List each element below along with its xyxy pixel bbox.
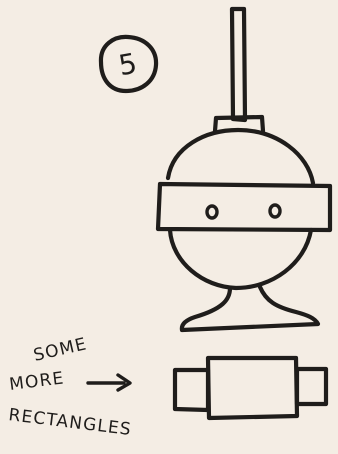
rectangle-stack: [175, 358, 326, 418]
robot-base: [182, 287, 318, 330]
center-rectangle: [208, 358, 297, 418]
head-dome-bottom: [170, 230, 311, 288]
robot-figure: [158, 9, 330, 330]
left-side-rectangle: [175, 370, 208, 410]
number-badge: 5: [101, 37, 156, 91]
visor-band: [158, 184, 330, 230]
annotation-line-rectangles: RECTANGLES: [7, 405, 133, 440]
right-eye: [270, 205, 280, 217]
left-eye: [207, 206, 217, 218]
badge-number: 5: [116, 47, 139, 83]
annotation-group: SOME MORE RECTANGLES: [7, 334, 133, 440]
right-side-rectangle: [297, 369, 326, 404]
head-dome-top: [168, 130, 313, 183]
annotation-line-some: SOME: [32, 334, 89, 366]
annotation-line-more: MORE: [8, 368, 65, 395]
antenna-stick: [232, 9, 245, 120]
